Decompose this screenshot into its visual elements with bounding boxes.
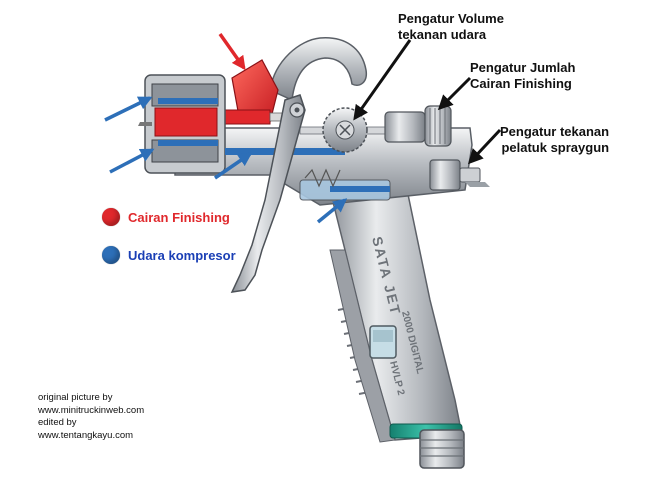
fluid-flow-arrow — [218, 32, 246, 71]
trigger — [230, 94, 306, 293]
air-volume-gear — [322, 107, 368, 153]
label-air-volume-line2: tekanan udara — [398, 27, 487, 42]
legend-air-dot — [102, 246, 120, 264]
label-trigger-pressure: Pengatur tekanan pelatuk spraygun — [500, 124, 609, 156]
gun-body — [174, 127, 473, 206]
air-flow-arrows — [104, 96, 348, 224]
air-inlet-fitting — [419, 429, 465, 469]
label-air-volume-line1: Pengatur Volume — [398, 11, 504, 26]
credit-line4[interactable]: www.tentangkayu.com — [38, 429, 134, 441]
legend-fluid: Cairan Finishing — [102, 208, 230, 226]
callout-arrows — [353, 39, 502, 165]
legend-fluid-label: Cairan Finishing — [128, 209, 230, 225]
legend-fluid-dot — [102, 208, 120, 226]
cup-hook — [269, 37, 368, 102]
label-fluid-amount-line1: Pengatur Jumlah — [470, 60, 576, 75]
credit-line3: edited by — [38, 417, 77, 428]
credit-line1: original picture by — [38, 392, 113, 403]
label-fluid-amount-line2: Cairan Finishing — [470, 76, 572, 91]
label-fluid-amount: Pengatur Jumlah Cairan Finishing — [470, 60, 575, 92]
valve-spring — [304, 168, 341, 188]
credits: original picture by www.minitruckinweb.c… — [38, 392, 144, 442]
legend-air-label: Udara kompresor — [128, 247, 236, 263]
fluid-knob — [384, 105, 452, 147]
legend-air: Udara kompresor — [102, 246, 236, 264]
label-air-volume: Pengatur Volume tekanan udara — [398, 11, 504, 43]
label-trigger-pressure-line2: pelatuk spraygun — [501, 140, 610, 155]
credit-line2[interactable]: www.minitruckinweb.com — [38, 404, 145, 416]
pressure-adjuster — [429, 159, 490, 191]
label-trigger-pressure-line1: Pengatur tekanan — [500, 124, 610, 139]
